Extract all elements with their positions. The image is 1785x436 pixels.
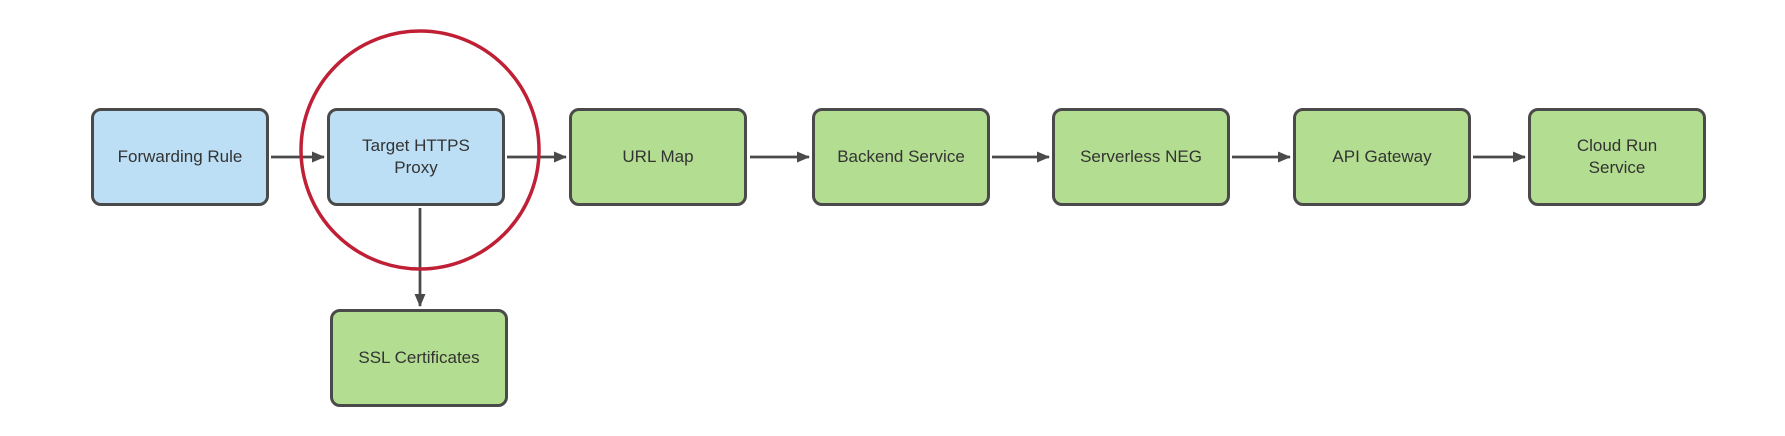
node-forwarding-rule: Forwarding Rule <box>91 108 269 206</box>
node-ssl-certificates: SSL Certificates <box>330 309 508 407</box>
node-label: Serverless NEG <box>1080 146 1202 166</box>
node-label: Forwarding Rule <box>117 146 243 166</box>
node-label: Backend Service <box>837 146 965 166</box>
node-url-map: URL Map <box>569 108 747 206</box>
node-api-gateway: API Gateway <box>1293 108 1471 206</box>
node-backend-service: Backend Service <box>812 108 990 206</box>
node-serverless-neg: Serverless NEG <box>1052 108 1230 206</box>
node-label: API Gateway <box>1332 146 1432 166</box>
node-target-https-proxy: Target HTTPS Proxy <box>327 108 505 206</box>
node-label: Cloud Run Service <box>1576 135 1658 177</box>
node-label: URL Map <box>622 146 694 166</box>
node-label: Target HTTPS Proxy <box>362 135 470 177</box>
node-label: SSL Certificates <box>358 347 480 367</box>
node-cloud-run-service: Cloud Run Service <box>1528 108 1706 206</box>
